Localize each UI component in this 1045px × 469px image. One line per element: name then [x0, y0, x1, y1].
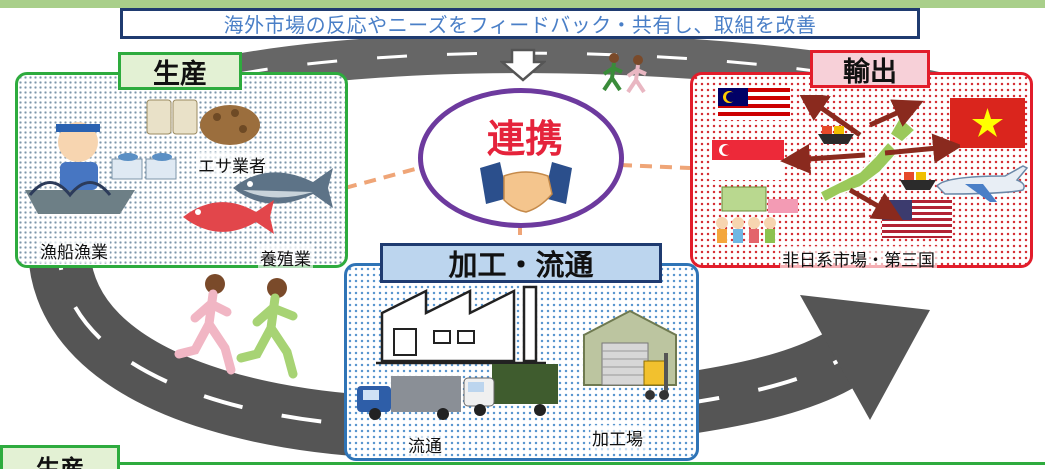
- cargo-ship-icon-2: [900, 172, 936, 190]
- processing-title: 加工・流通: [380, 243, 662, 283]
- collaboration-label: 連携: [486, 117, 563, 161]
- banner-text: 海外市場の反応やニーズをフィードバック・共有し、取組を改善: [223, 13, 817, 37]
- distribution-label: 流通: [406, 432, 444, 457]
- fish-boxes-icon: [111, 153, 177, 180]
- feedback-arrow-icon: [500, 48, 546, 82]
- feedback-banner: 海外市場の反応やニーズをフィードバック・共有し、取組を改善: [120, 8, 920, 39]
- bottom-production-tag: 生産: [0, 445, 120, 469]
- sea-bream-icon: [183, 200, 274, 234]
- bottom-divider: [118, 462, 1045, 465]
- runners-small-icon: [602, 53, 647, 94]
- tuna-icon: [233, 168, 333, 208]
- malaysia-flag-icon: [718, 88, 790, 120]
- export-title: 輸出: [810, 50, 930, 88]
- markets-label: 非日系市場・第三国: [780, 246, 937, 271]
- handshake-icon: [480, 162, 572, 213]
- cargo-ship-icon: [818, 126, 854, 144]
- shop-and-crowd-icon: [716, 186, 798, 243]
- vietnam-flag-icon: [950, 98, 1025, 148]
- fishing-label: 漁船漁業: [38, 238, 110, 263]
- warehouse-and-forklift-icon: [583, 309, 677, 400]
- fisherman-icon: [25, 122, 135, 214]
- feed-bags-icon: [146, 99, 260, 145]
- aquaculture-label: 養殖業: [258, 245, 313, 270]
- truck-icon-2: [463, 364, 558, 416]
- road-arrowhead: [800, 295, 930, 420]
- production-title: 生産: [118, 52, 242, 90]
- truck-icon: [357, 376, 461, 420]
- processing-plant-label: 加工場: [590, 425, 645, 450]
- feed-supplier-label: エサ業者: [196, 152, 268, 177]
- export-arrows-icon: [780, 95, 960, 221]
- usa-flag-icon: [882, 200, 952, 238]
- factory-icon: [376, 285, 546, 365]
- top-accent-bar: [0, 0, 1045, 8]
- airplane-icon: [935, 165, 1029, 202]
- runners-icon: [174, 274, 298, 379]
- singapore-flag-icon: [712, 140, 784, 180]
